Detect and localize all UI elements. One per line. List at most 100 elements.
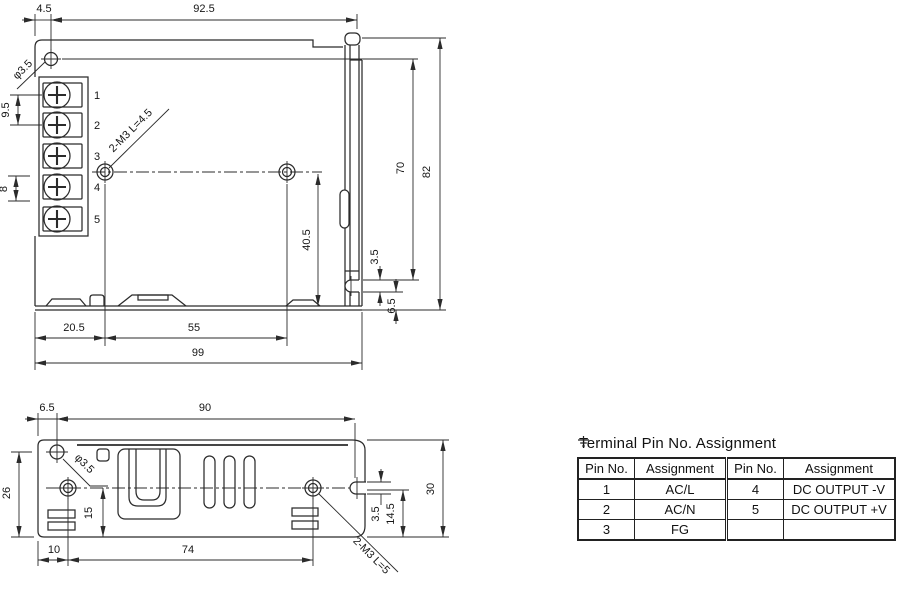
assign-cell-fg: FG: [578, 436, 728, 541]
dim-30: 30: [425, 483, 437, 495]
dim-15: 15: [83, 507, 95, 519]
side-slot: [291, 520, 319, 530]
pin-table-title: Terminal Pin No. Assignment: [579, 435, 777, 452]
screw-icon: [43, 205, 71, 233]
dim-4-5: 4.5: [36, 3, 51, 15]
bottom-foot: [45, 298, 87, 307]
extension-lines: [8, 175, 30, 202]
dim-90: 90: [199, 402, 211, 414]
pin-cell: 2: [577, 499, 635, 520]
extension-lines: [367, 439, 449, 538]
table-row: 3 FG: [577, 436, 896, 541]
screw-cross-icon: [48, 116, 66, 134]
hole-crosshair: [41, 49, 61, 69]
dim-20-5: 20.5: [63, 322, 84, 334]
side-view-drawing: φ3.5 6.5 90 26 15 10 74 30 3.5 14: [1, 402, 449, 577]
side-slot: [47, 521, 76, 531]
dim-6-5: 6.5: [386, 298, 398, 313]
screw-note: 2-M3 L=4.5: [107, 107, 155, 155]
dim-14-5: 14.5: [385, 503, 397, 524]
edge-slot: [349, 481, 366, 495]
pin-cell: 4: [726, 478, 784, 500]
dim-82: 82: [421, 166, 433, 178]
header-pin-no-right: Pin No.: [726, 457, 784, 480]
dim-3-5: 3.5: [369, 249, 381, 264]
case-outline: [37, 439, 366, 538]
bottom-foot: [285, 299, 321, 307]
hole-dia-label: φ3.5: [11, 58, 35, 82]
dim-26: 26: [1, 487, 13, 499]
table-row: 2 AC/N 5 DC OUTPUT +V: [577, 499, 896, 520]
extension-lines: [367, 481, 391, 495]
header-pin-no-left: Pin No.: [577, 457, 635, 480]
fg-label: FG: [670, 522, 690, 537]
assign-cell: AC/L: [634, 478, 728, 500]
vent-slot: [223, 455, 236, 509]
dim-55: 55: [188, 322, 200, 334]
vent-slot: [203, 455, 216, 509]
extension-lines: [34, 14, 358, 50]
terminal-number-5: 5: [94, 214, 100, 226]
vent-slot: [243, 455, 256, 509]
u-bracket-inner: [135, 449, 161, 501]
extension-lines: [363, 279, 419, 293]
pin-cell: 1: [577, 478, 635, 500]
d-hole: [96, 448, 110, 462]
extension-lines: [362, 37, 446, 311]
dim-8: 8: [0, 186, 10, 192]
terminal-pin-table: Terminal Pin No. Assignment Pin No. Assi…: [577, 435, 896, 541]
terminal-number-3: 3: [94, 151, 100, 163]
terminal-number-2: 2: [94, 120, 100, 132]
extension-lines: [34, 312, 363, 370]
side-flange: [339, 32, 363, 306]
leader-line: [108, 108, 170, 169]
dim-70: 70: [395, 162, 407, 174]
dim-6-5: 6.5: [39, 402, 54, 414]
top-view-drawing: 1 2 3 4 5: [0, 3, 446, 370]
dim-10: 10: [48, 544, 60, 556]
dim-3-5: 3.5: [370, 506, 382, 521]
screw-icon: [43, 81, 71, 109]
u-bracket-outer: [117, 448, 181, 520]
flange-slot: [344, 279, 359, 293]
leader-line: [16, 61, 46, 90]
screw-icon: [43, 173, 71, 201]
header-assignment-right: Assignment: [783, 457, 896, 480]
screw-note: 2-M3 L=5: [350, 535, 392, 577]
screw-icon: [43, 111, 71, 139]
dim-40-5: 40.5: [301, 229, 313, 250]
leader-line: [318, 493, 399, 573]
table-header-row: Pin No. Assignment Pin No. Assignment: [577, 457, 896, 480]
extension-lines: [37, 498, 314, 566]
header-assignment-left: Assignment: [634, 457, 728, 480]
case-outline-bottom: [35, 305, 362, 311]
terminal-number-1: 1: [94, 90, 100, 102]
screw-cross-icon: [48, 86, 66, 104]
screw-cross-icon: [48, 147, 66, 165]
dim-74: 74: [182, 544, 194, 556]
dim-92-5: 92.5: [193, 3, 214, 15]
table-row: 1 AC/L 4 DC OUTPUT -V: [577, 478, 896, 500]
pin-cell: 3: [577, 519, 635, 541]
flange-latch: [339, 189, 350, 229]
bottom-clip: [89, 294, 105, 306]
bottom-foot-tab: [137, 294, 169, 301]
extension-lines: [104, 184, 288, 346]
fg-cell: FG: [578, 436, 724, 537]
dim-99: 99: [192, 347, 204, 359]
side-slot: [47, 509, 76, 519]
assign-cell: [783, 519, 896, 541]
assign-cell: AC/N: [634, 499, 728, 520]
side-slot: [291, 507, 319, 517]
hole-crosshair: [46, 442, 68, 463]
dim-9-5: 9.5: [0, 102, 12, 117]
u-bracket-mid: [128, 449, 167, 507]
pin-cell: 5: [726, 499, 784, 520]
leader-line: [62, 458, 108, 487]
assign-cell: DC OUTPUT +V: [783, 499, 896, 520]
terminal-number-4: 4: [94, 182, 100, 194]
assign-cell: DC OUTPUT -V: [783, 478, 896, 500]
pin-cell: [726, 519, 784, 541]
